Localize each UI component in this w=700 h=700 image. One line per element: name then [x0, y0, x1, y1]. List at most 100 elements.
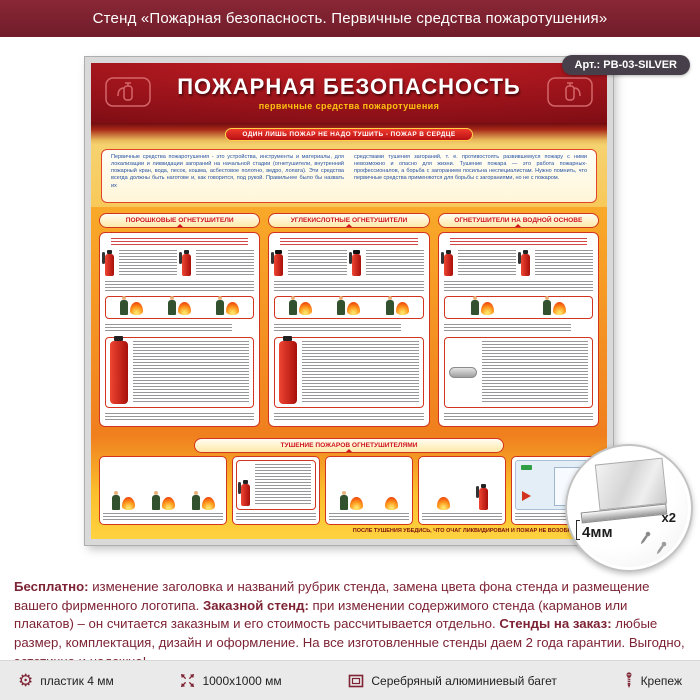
stand-inner: ПОЖАРНАЯ БЕЗОПАСНОСТЬ первичные средства… — [91, 63, 607, 539]
usage-scene — [216, 296, 240, 315]
panels-row: ПОРОШКОВЫЕ ОГНЕТУШИТЕЛИ — [91, 207, 607, 435]
screw-icon — [650, 539, 669, 561]
spec-dimensions: 1000x1000 мм — [180, 673, 282, 688]
panel-title: ПОРОШКОВЫЕ ОГНЕТУШИТЕЛИ — [99, 213, 261, 228]
extinguisher-art — [179, 250, 192, 276]
co2-extinguisher-art — [271, 250, 284, 276]
usage-scene-row — [329, 460, 409, 510]
text-lines — [457, 250, 516, 276]
product-description: Бесплатно: изменение заголовка и названи… — [14, 578, 688, 672]
spec-material: ⚙ пластик 4 мм — [18, 672, 114, 689]
page-title-bar: Стенд «Пожарная безопасность. Первичные … — [0, 0, 700, 37]
desc-order-label: Стенды на заказ: — [499, 616, 612, 632]
desc-free-text: изменение заголовка и названий рубрик ст… — [14, 579, 650, 613]
stand-subtitle: первичные средства пожаротушения — [258, 100, 440, 111]
text-lines — [443, 281, 593, 291]
intro-section: Первичные средства пожаротушения - это у… — [91, 145, 607, 207]
plastic-panel-art — [594, 457, 668, 511]
text-lines — [443, 324, 571, 332]
intro-text-col1: Первичные средства пожаротушения - это у… — [111, 154, 344, 189]
flame-art — [480, 302, 494, 315]
ribbon-row: ОДИН ЛИШЬ ПОЖАР НЕ НАДО ТУШИТЬ - ПОЖАР В… — [91, 123, 607, 145]
text-lines — [196, 250, 255, 276]
desc-custom-label: Заказной стенд: — [202, 597, 309, 613]
spec-fastener: Крепеж — [624, 672, 682, 689]
bottom-caption: ПОСЛЕ ТУШЕНИЯ УБЕДИСЬ, ЧТО ОЧАГ ЛИКВИДИР… — [352, 528, 595, 534]
text-lines — [329, 513, 409, 521]
flame-art — [436, 497, 450, 510]
screw-icon — [624, 672, 634, 689]
panel-title: УГЛЕКИСЛОТНЫЕ ОГНЕТУШИТЕЛИ — [268, 213, 430, 228]
gear-icon: ⚙ — [18, 671, 34, 690]
usage-scene — [168, 296, 192, 315]
material-inset: 4мм x2 — [565, 444, 693, 572]
firefighter-art — [120, 296, 129, 315]
extinguisher-figures — [102, 250, 255, 276]
extinguisher-art — [517, 250, 530, 276]
frame-icon — [348, 673, 364, 689]
text-lines — [302, 341, 419, 404]
text-lines — [515, 513, 595, 521]
panel-water: ОГНЕТУШИТЕЛИ НА ВОДНОЙ ОСНОВЕ — [437, 213, 599, 427]
firefighter-art — [337, 296, 346, 315]
instruction-box — [105, 296, 255, 319]
extinguisher-figures — [271, 250, 424, 276]
extinguisher-art — [475, 484, 488, 510]
usage-scene — [470, 296, 494, 315]
bottom-panel-flame — [418, 456, 506, 525]
arrow-art — [522, 491, 531, 501]
page-title: Стенд «Пожарная безопасность. Первичные … — [92, 10, 608, 27]
usage-scene — [120, 296, 144, 315]
bottom-section: ТУШЕНИЕ ПОЖАРОВ ОГНЕТУШИТЕЛЯМИ — [91, 435, 607, 539]
stand-title: ПОЖАРНАЯ БЕЗОПАСНОСТЬ — [177, 73, 521, 99]
firefighter-art — [542, 296, 551, 315]
spec-fastener-label: Крепеж — [640, 673, 682, 688]
text-lines — [280, 238, 418, 245]
text-lines — [288, 250, 347, 276]
flame-art — [161, 497, 175, 510]
flame-art — [299, 302, 313, 315]
article-badge-label: Арт.: PB-03-SILVER — [574, 59, 677, 71]
firefighter-art — [289, 296, 298, 315]
intro-text-col2: средствами тушения загораний, т. е. прот… — [354, 154, 587, 182]
extinguisher-diagram — [110, 336, 128, 404]
extinguisher-art — [102, 250, 114, 276]
bottom-panel-scene — [325, 456, 413, 525]
usage-scene — [385, 497, 398, 510]
flame-art — [552, 302, 566, 315]
usage-scene — [385, 296, 409, 315]
stand-poster: ПОЖАРНАЯ БЕЗОПАСНОСТЬ первичные средства… — [85, 57, 613, 545]
firefighter-art — [385, 296, 394, 315]
dimensions-icon — [180, 673, 195, 688]
extinguisher-diagram — [279, 336, 298, 404]
dimension-bracket — [576, 520, 580, 540]
firefighter-art — [216, 296, 225, 315]
text-lines — [449, 238, 587, 245]
stand-header: ПОЖАРНАЯ БЕЗОПАСНОСТЬ первичные средства… — [91, 63, 607, 123]
text-lines — [110, 238, 249, 245]
text-lines — [274, 281, 424, 291]
usage-scene-row — [422, 460, 502, 510]
firefighter-art — [168, 296, 177, 315]
instruction-box — [274, 296, 424, 319]
usage-scene — [111, 491, 135, 510]
bottom-section-title: ТУШЕНИЕ ПОЖАРОВ ОГНЕТУШИТЕЛЯМИ — [194, 438, 504, 453]
text-lines — [481, 341, 588, 404]
spec-frame-label: Серебряный алюминиевый багет — [371, 673, 557, 688]
usage-scene — [191, 491, 215, 510]
bottom-panels — [99, 456, 599, 525]
flame-art — [350, 497, 363, 510]
text-lines — [105, 281, 255, 291]
usage-scene-row — [103, 460, 223, 510]
usage-scene — [542, 296, 566, 315]
diagram-box — [443, 337, 593, 408]
flame-art — [395, 302, 409, 315]
thickness-label: 4мм — [582, 524, 613, 541]
extinguisher-figures — [440, 250, 593, 276]
usage-scene — [289, 296, 313, 315]
firefighter-art — [191, 491, 200, 510]
flame-art — [201, 497, 215, 510]
panel-powder: ПОРОШКОВЫЕ ОГНЕТУШИТЕЛИ — [99, 213, 261, 427]
firefighter-art — [111, 491, 120, 510]
